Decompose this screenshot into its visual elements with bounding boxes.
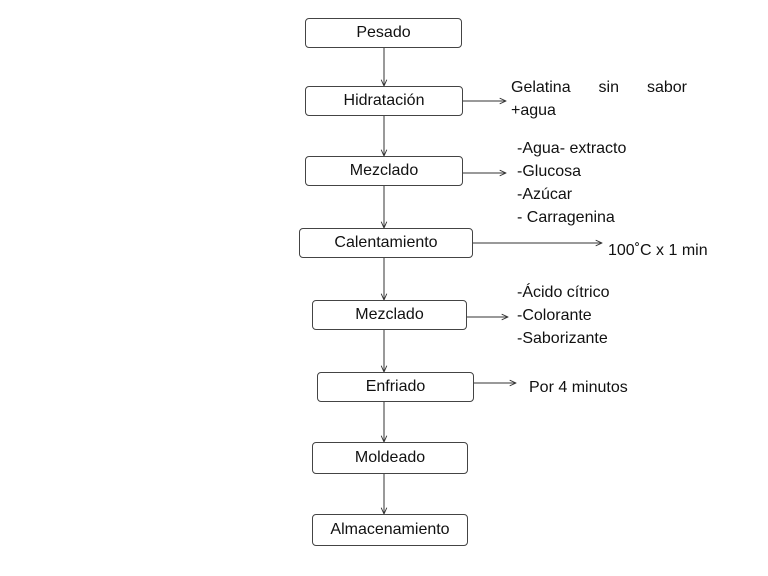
note-word: sabor	[646, 79, 687, 96]
step-mezclado-2: Mezclado	[312, 300, 467, 330]
step-hidratacion: Hidratación	[305, 86, 463, 116]
note-mezclado-ingredients: -Agua- extracto -Glucosa -Azúcar - Carra…	[517, 137, 626, 229]
note-line: -Ácido cítrico	[517, 284, 610, 301]
note-enfriado: Por 4 minutos	[529, 379, 628, 396]
note-line: -Glucosa	[517, 163, 582, 180]
note-mezclado-2-ingredients: -Ácido cítrico -Colorante -Saborizante	[517, 281, 609, 350]
step-almacenamiento: Almacenamiento	[312, 514, 468, 546]
note-line: -Azúcar	[517, 186, 573, 203]
step-moldeado: Moldeado	[312, 442, 468, 474]
note-hidratacion: Gelatina sin sabor +agua	[511, 76, 687, 122]
step-pesado: Pesado	[305, 18, 462, 48]
note-calentamiento: 100˚C x 1 min	[608, 242, 708, 259]
note-line: -Agua- extracto	[517, 140, 627, 157]
note-word: sin	[598, 79, 619, 96]
step-enfriado: Enfriado	[317, 372, 474, 402]
note-line: -Saborizante	[517, 330, 608, 347]
note-word: Gelatina	[511, 79, 571, 96]
step-calentamiento: Calentamiento	[299, 228, 473, 258]
note-hidratacion-line-2: +agua	[511, 102, 556, 119]
note-line: - Carragenina	[517, 209, 615, 226]
note-hidratacion-line-1: Gelatina sin sabor	[511, 76, 687, 99]
note-line: -Colorante	[517, 307, 592, 324]
step-mezclado: Mezclado	[305, 156, 463, 186]
